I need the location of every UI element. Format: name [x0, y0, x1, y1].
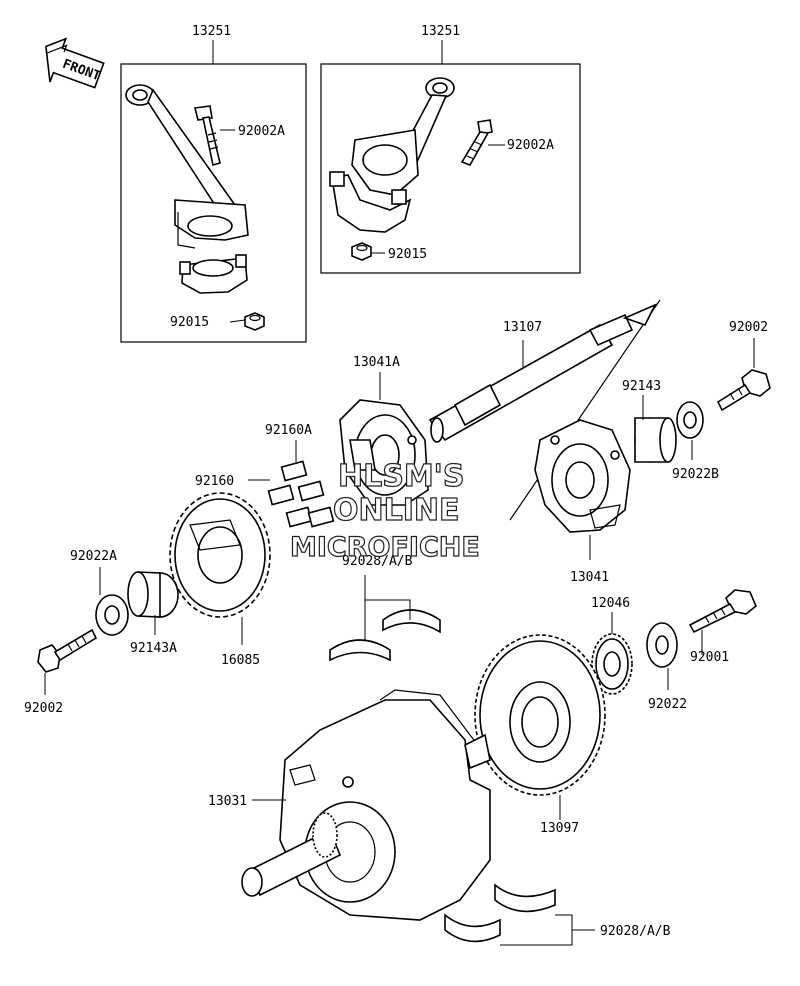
callout-13251-left: 13251 [192, 24, 231, 39]
callout-92160A: 92160A [265, 423, 312, 438]
gear-13097 [474, 634, 606, 796]
leader-lines [44, 40, 755, 946]
crankshaft [241, 689, 491, 921]
watermark-line-2: ONLINE [333, 493, 460, 528]
callout-92015-left: 92015 [170, 315, 209, 330]
watermark-line-1: HLSM'S [338, 459, 464, 494]
bearing-shells-upper [329, 609, 441, 662]
spacer-92143A [127, 571, 179, 618]
callout-13107: 13107 [503, 320, 542, 335]
callout-13031: 13031 [208, 794, 247, 809]
watermark: HLSM'S ONLINE MICROFICHE [289, 458, 480, 563]
callout-92028-upper: 92028/A/B [342, 554, 413, 569]
bolt-92001 [688, 589, 757, 634]
callout-labels: 13251 13251 92002A 92002A 92015 92015 13… [24, 24, 768, 939]
bearing-shells-lower [444, 883, 556, 943]
callout-16085: 16085 [221, 653, 260, 668]
front-arrow-icon: FRONT [45, 37, 105, 89]
conrod-cap-left [179, 254, 248, 294]
callout-92143: 92143 [622, 379, 661, 394]
conrod-cap-right [329, 171, 412, 233]
callout-92028-lower: 92028/A/B [600, 924, 671, 939]
gear-12046 [591, 633, 633, 695]
callout-92022: 92022 [648, 697, 687, 712]
callout-13251-right: 13251 [421, 24, 460, 39]
connecting-rod-right [351, 77, 455, 196]
washer-92022A [95, 594, 129, 636]
conrod-box-right [320, 63, 581, 274]
damper-rubbers [267, 460, 335, 528]
connecting-rod-left [125, 84, 249, 249]
callout-92002A-right: 92002A [507, 138, 554, 153]
bolt-92002-left [37, 628, 98, 673]
balancer-weight-13041 [534, 419, 631, 533]
callout-13041A: 13041A [353, 355, 400, 370]
conrod-bolt-right [460, 119, 493, 166]
callout-12046: 12046 [591, 596, 630, 611]
callout-92143A: 92143A [130, 641, 177, 656]
callout-92002-left: 92002 [24, 701, 63, 716]
callout-13041: 13041 [570, 570, 609, 585]
conrod-nut-left [244, 312, 265, 331]
balancer-gear-16085 [169, 492, 271, 618]
spacer-92143 [634, 417, 677, 463]
callout-92160: 92160 [195, 474, 234, 489]
balancer-shaft [428, 299, 661, 521]
callout-13097: 13097 [540, 821, 579, 836]
callout-92015-right: 92015 [388, 247, 427, 262]
bolt-92002-right [716, 369, 771, 412]
callout-92022A: 92022A [70, 549, 117, 564]
callout-92002A-left: 92002A [238, 124, 285, 139]
washer-92022B [676, 401, 704, 439]
callout-92001: 92001 [690, 650, 729, 665]
conrod-nut-right [351, 242, 372, 261]
washer-92022 [646, 622, 678, 668]
callout-92022B: 92022B [672, 467, 719, 482]
balancer-weight-13041A [339, 399, 429, 506]
conrod-bolt-left [194, 105, 221, 167]
callout-92002-right: 92002 [729, 320, 768, 335]
watermark-line-3: MICROFICHE [290, 532, 480, 563]
